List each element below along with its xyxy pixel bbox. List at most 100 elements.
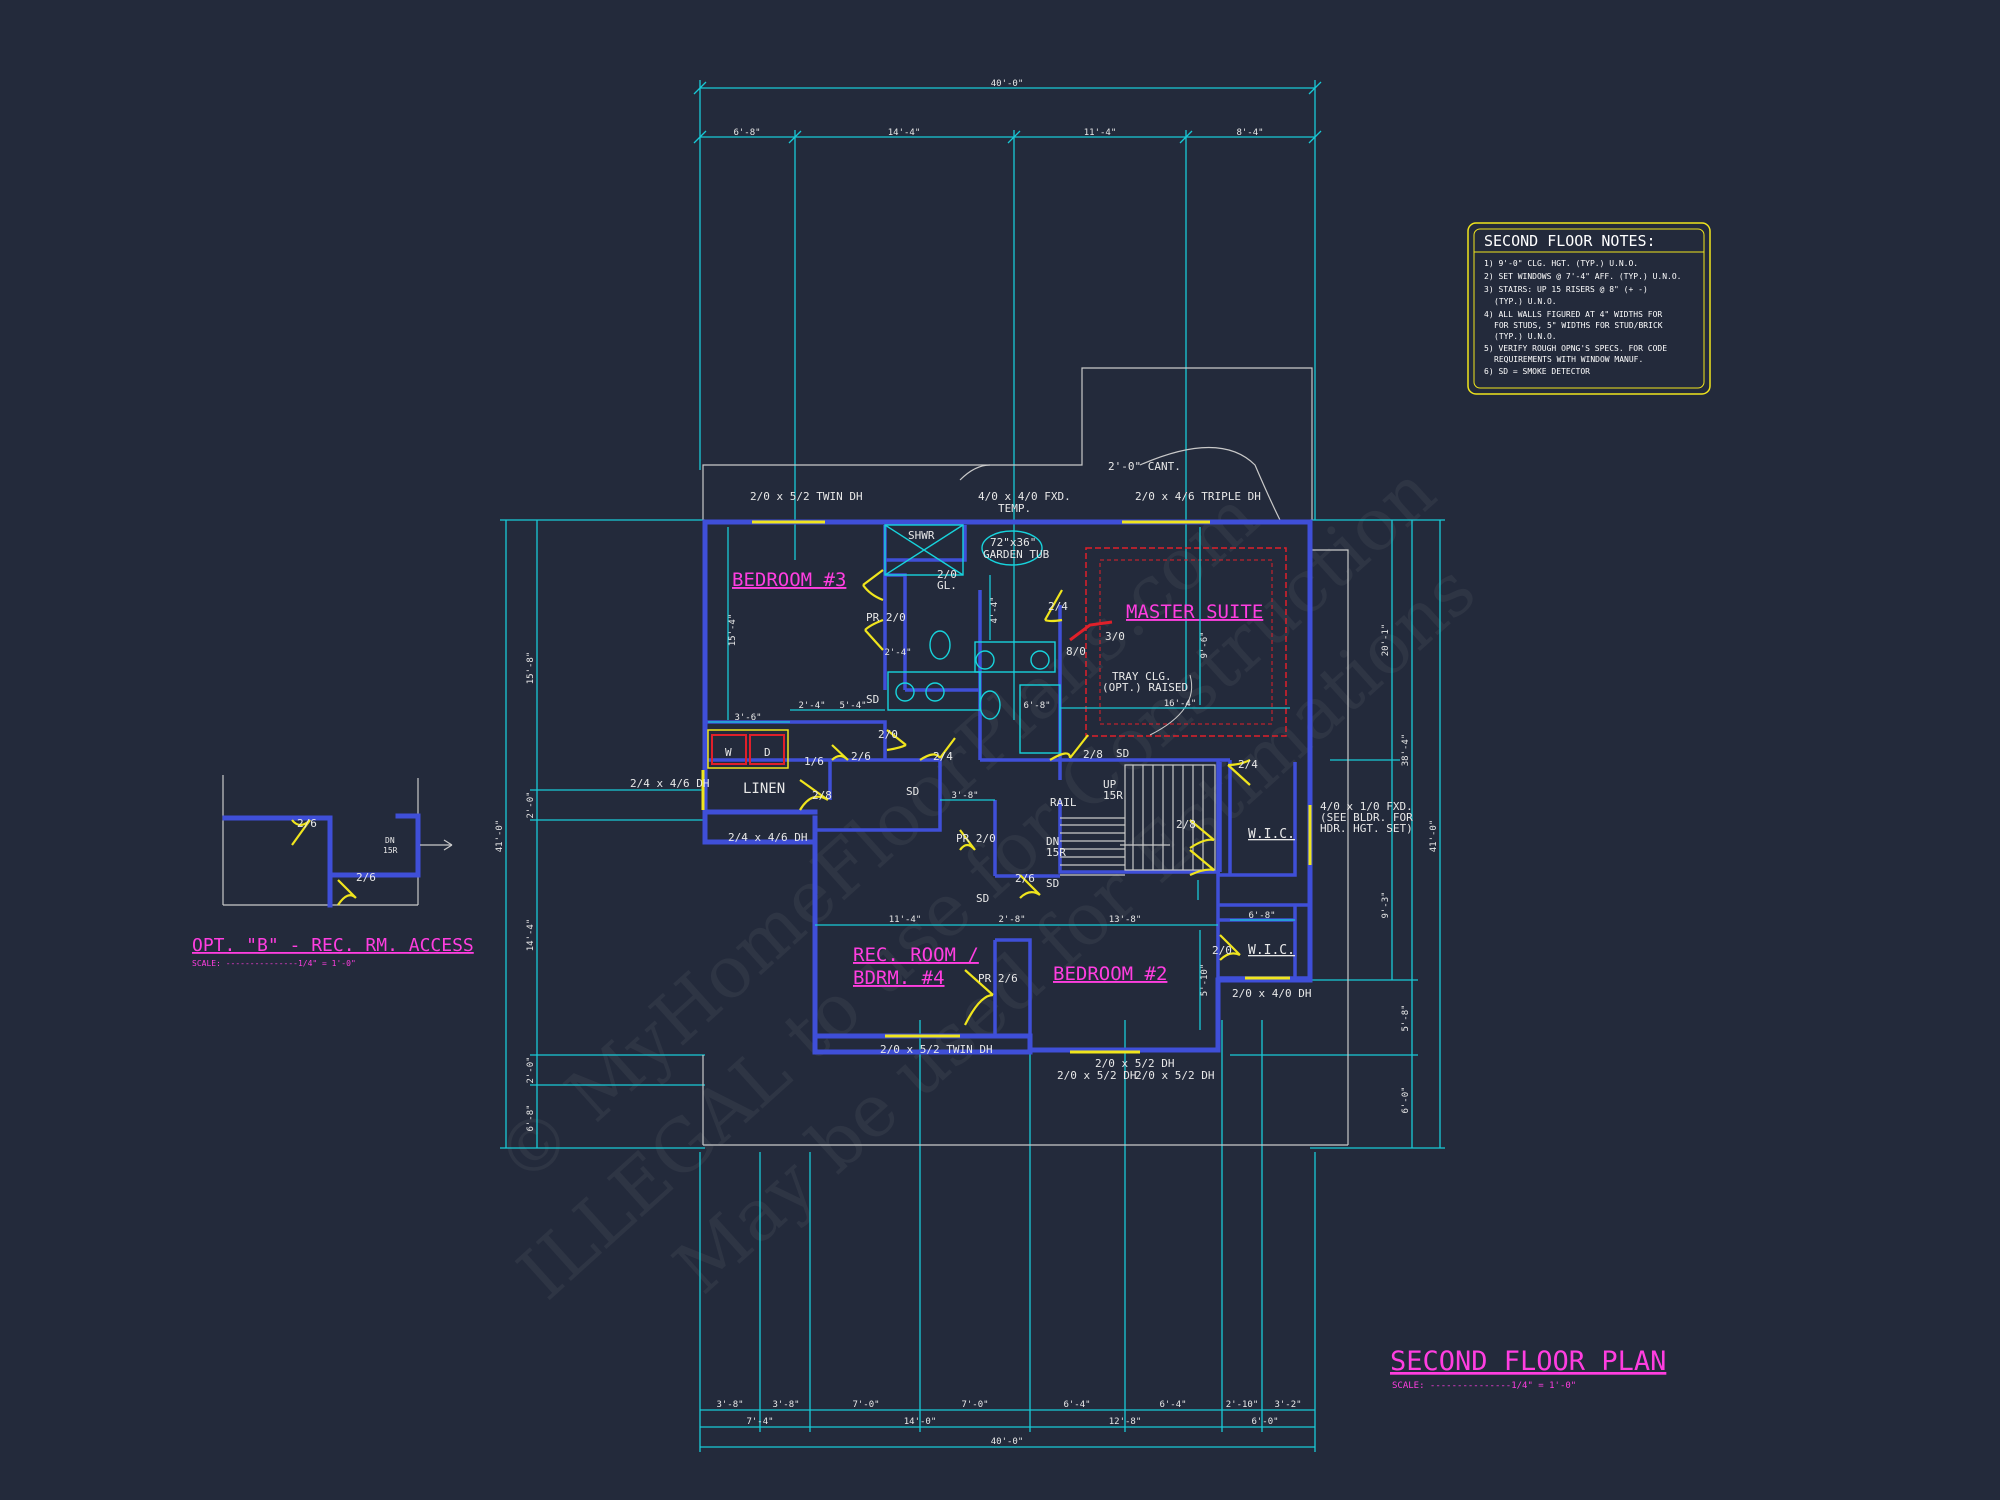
label-up: UP [1103,778,1117,791]
label-sd5: SD [976,892,989,905]
notes-line-6: FOR STUDS, 5" WIDTHS FOR STUD/BRICK [1494,321,1663,330]
plan-title-text: SECOND FLOOR PLAN [1390,1346,1666,1377]
notes-title: SECOND FLOOR NOTES: [1484,232,1656,250]
dim-left-3: 14'-4" [526,919,536,952]
walls [702,519,1313,1055]
label-sd4: SD [1046,877,1059,890]
label-gl: 2/0 [937,568,957,581]
label-d16: 1/6 [804,755,824,768]
label-d80: 8/0 [1066,645,1086,658]
label-sd1: SD [866,693,879,706]
dim-right-d: 6'-0" [1401,1086,1411,1113]
room-labels: BEDROOM #3 MASTER SUITE REC. ROOM / BDRM… [732,569,1295,989]
dim-left-4: 2'-0" [526,1056,536,1083]
dim-in-1: 15'-4" [728,614,738,647]
dim-bot2-4: 6'-0" [1251,1417,1278,1427]
interior-dimensions: 15'-4" 9'-6" 2'-4" 3'-6" 2'-4" 6'-8" 16'… [708,527,1295,1030]
dim-in-8: 5'-4" [839,701,866,711]
label-pr26: PR 2/6 [978,972,1018,985]
door-bedroom3 [862,569,884,602]
stairs [1060,764,1216,876]
door-24-a [1044,589,1063,623]
notes-line-9: REQUIREMENTS WITH WINDOW MANUF. [1494,355,1643,364]
dim-right-total: 38'-4" [1401,734,1411,767]
dim-bot-5: 6'-4" [1063,1400,1090,1410]
dim-bot-1: 3'-8" [716,1400,743,1410]
dim-bot-4: 7'-0" [961,1400,988,1410]
notes-line-3: 3) STAIRS: UP 15 RISERS @ 8" (+ -) [1484,285,1648,294]
top-dimensions: 40'-0" 6'-8" 14'-4" 11'-4" 8'-4" [693,79,1322,720]
optb-d26-b: 2/6 [356,871,376,884]
label-up15: 15R [1103,789,1123,802]
dim-in-15: 5'-10" [1200,964,1210,997]
windows [701,520,1312,1054]
dim-bot-6: 6'-4" [1159,1400,1186,1410]
label-win-right1: 4/0 x 1/0 FXD. [1320,800,1413,813]
second-floor-notes: SECOND FLOOR NOTES: 1) 9'-0" CLG. HGT. (… [1467,222,1711,395]
bathtub [1019,684,1061,754]
doors [799,569,1251,1026]
label-d26-a: 2/6 [851,750,871,763]
label-win-left2: 2/4 x 4/6 DH [728,831,807,844]
room-bedroom2: BEDROOM #2 [1053,963,1167,985]
optb-scale: SCALE: ---------------1/4" = 1'-0" [192,959,356,968]
label-d24-a: 2/4 [1048,600,1068,613]
plan-title-scale: SCALE: ---------------1/4" = 1'-0" [1392,1381,1576,1391]
optb-dn15: 15R [383,846,398,855]
bath-fixtures [884,524,1061,754]
dim-bot-3: 7'-0" [852,1400,879,1410]
dim-bot2-2: 14'-0" [904,1417,937,1427]
label-gl2: GL. [937,579,957,592]
dryer-label: D [764,746,771,759]
room-wic2: W.I.C. [1248,943,1295,958]
washer-label: W [725,746,732,759]
toilet-1 [929,630,951,660]
label-pr20-a: PR 2/0 [866,611,906,624]
label-d20-b: 2/0 [1212,944,1232,957]
dim-bot-7: 2'-10" [1226,1400,1259,1410]
dim-right-b: 9'-3" [1381,891,1391,918]
label-win-b3: 2/0 x 5/2 TWIN DH [750,490,863,503]
dim-left-1: 15'-8" [526,652,536,685]
dim-top-2: 14'-4" [888,128,921,138]
label-shwr: SHWR [908,529,935,542]
dim-in-4: 3'-6" [734,713,761,723]
tray-ceiling [1069,547,1287,737]
label-win-left: 2/4 x 4/6 DH [630,777,709,790]
dim-left-5: 6'-8" [526,1104,536,1131]
dim-in-14: 4'-4" [990,596,1000,623]
laundry: W D [707,729,789,769]
dim-right-c: 5'-8" [1401,1004,1411,1031]
dim-left-overall: 41'-0" [495,820,505,853]
label-dn15: 15R [1046,846,1066,859]
notes-line-2: 2) SET WINDOWS @ 7'-4" AFF. (TYP.) U.N.O… [1484,272,1681,281]
label-tray1: TRAY CLG. [1112,670,1172,683]
notes-line-4: (TYP.) U.N.O. [1494,297,1557,306]
dim-in-13: 6'-8" [1248,911,1275,921]
notes-line-8: 5) VERIFY ROUGH OPNG'S SPECS. FOR CODE [1484,344,1667,353]
bottom-dimensions: 3'-8" 3'-8" 7'-0" 7'-0" 6'-4" 6'-4" 2'-1… [699,1020,1316,1452]
annotation-labels: 2'-0" CANT. 2/0 x 5/2 TWIN DH 4/0 x 4/0 … [630,460,1413,1082]
label-d24-c: 2/4 [1238,758,1258,771]
label-garden-tub2: GARDEN TUB [983,548,1050,561]
door-pr20-a [864,618,884,651]
dim-in-5: 2'-4" [884,648,911,658]
label-sd3: SD [906,785,919,798]
label-win-right3: HDR. HGT. SET) [1320,822,1413,835]
label-dn: DN [1046,835,1059,848]
dim-left-2: 2'-0" [526,791,536,818]
label-d30: 3/0 [1105,630,1125,643]
notes-line-7: (TYP.) U.N.O. [1494,332,1557,341]
optb-title: OPT. "B" - REC. RM. ACCESS [192,935,474,956]
dim-in-7: 16'-4" [1164,699,1197,709]
right-dimensions: 20'-1" 9'-3" 5'-8" 6'-0" 38'-4" 41'-0" [1230,519,1445,1149]
plan-title: SECOND FLOOR PLAN SCALE: ---------------… [1390,1346,1666,1391]
dim-top-4: 8'-4" [1236,128,1263,138]
label-cant: 2'-0" CANT. [1108,460,1181,473]
option-b-detail: 2/6 2/6 DN 15R OPT. "B" - REC. RM. ACCES… [192,775,474,968]
dim-overall-bottom: 40'-0" [991,1437,1024,1447]
dim-in-9: 3'-8" [951,791,978,801]
dim-right-overall: 41'-0" [1429,820,1439,853]
dim-top-3: 11'-4" [1084,128,1117,138]
